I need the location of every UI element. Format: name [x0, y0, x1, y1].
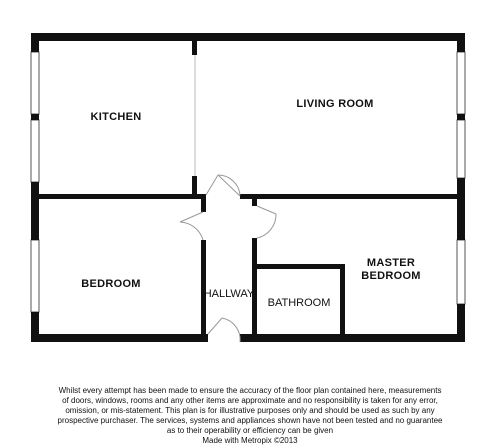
doors: [179, 174, 277, 343]
window-kitchen-left-upper: [30, 51, 40, 115]
disclaimer-line-2: of doors, windows, rooms and any other i…: [62, 396, 438, 405]
door-master-swing: [256, 205, 277, 239]
disclaimer-line-4: prospective purchaser. The services, sys…: [57, 416, 443, 425]
wall-bottom-right: [240, 334, 465, 342]
wall-right-bottom: [457, 304, 465, 342]
window-living-right-lower: [456, 119, 466, 179]
door-entrance-swing: [207, 317, 241, 343]
door-living-swing: [217, 174, 241, 197]
window-master-right: [456, 239, 466, 305]
label-living-room: LIVING ROOM: [296, 98, 373, 110]
label-bathroom: BATHROOM: [268, 297, 331, 309]
wall-left-top: [31, 33, 39, 52]
wall-left-mid1: [31, 114, 39, 120]
label-hallway: HALLWAY: [204, 288, 255, 300]
label-bedroom: BEDROOM: [81, 278, 141, 290]
wall-hall-right-stub: [252, 194, 257, 206]
disclaimer-line-5: as to their operability or efficiency ca…: [166, 426, 334, 435]
wall-hall-left-lower: [201, 240, 206, 334]
wall-bathroom-top: [252, 264, 345, 269]
wall-right-mid1: [457, 114, 465, 120]
exterior-walls: [31, 33, 465, 342]
window-bedroom-left: [30, 239, 40, 313]
wall-bottom-left: [31, 334, 208, 342]
wall-left-mid2: [31, 182, 39, 240]
label-kitchen: KITCHEN: [91, 111, 142, 123]
label-master-bedroom-line2: BEDROOM: [361, 270, 421, 282]
wall-hall-right-lower: [252, 238, 257, 334]
wall-living-master: [240, 194, 465, 199]
wall-kitchen-bedroom: [31, 194, 206, 199]
wall-kitchen-living-bottom: [192, 176, 197, 196]
door-hall-top-left: [205, 174, 241, 196]
window-kitchen-left-lower: [30, 119, 40, 183]
wall-right-mid2: [457, 178, 465, 240]
wall-hall-left-stub: [201, 194, 206, 212]
disclaimer-line-3: omission, or mis-statement. This plan is…: [65, 406, 435, 415]
wall-top: [31, 33, 465, 41]
disclaimer-line-6: Made with Metropix ©2013: [202, 436, 298, 445]
door-bedroom-swing: [179, 211, 204, 241]
disclaimer-text: Whilst every attempt has been made to en…: [40, 386, 460, 446]
wall-right-top: [457, 33, 465, 52]
wall-kitchen-living-top: [192, 33, 197, 55]
disclaimer-line-1: Whilst every attempt has been made to en…: [58, 386, 442, 395]
window-living-right-upper: [456, 51, 466, 115]
label-master-bedroom-line1: MASTER: [367, 257, 415, 269]
wall-bathroom-right: [340, 264, 345, 334]
interior-walls: [31, 33, 465, 334]
wall-left-bottom: [31, 312, 39, 342]
